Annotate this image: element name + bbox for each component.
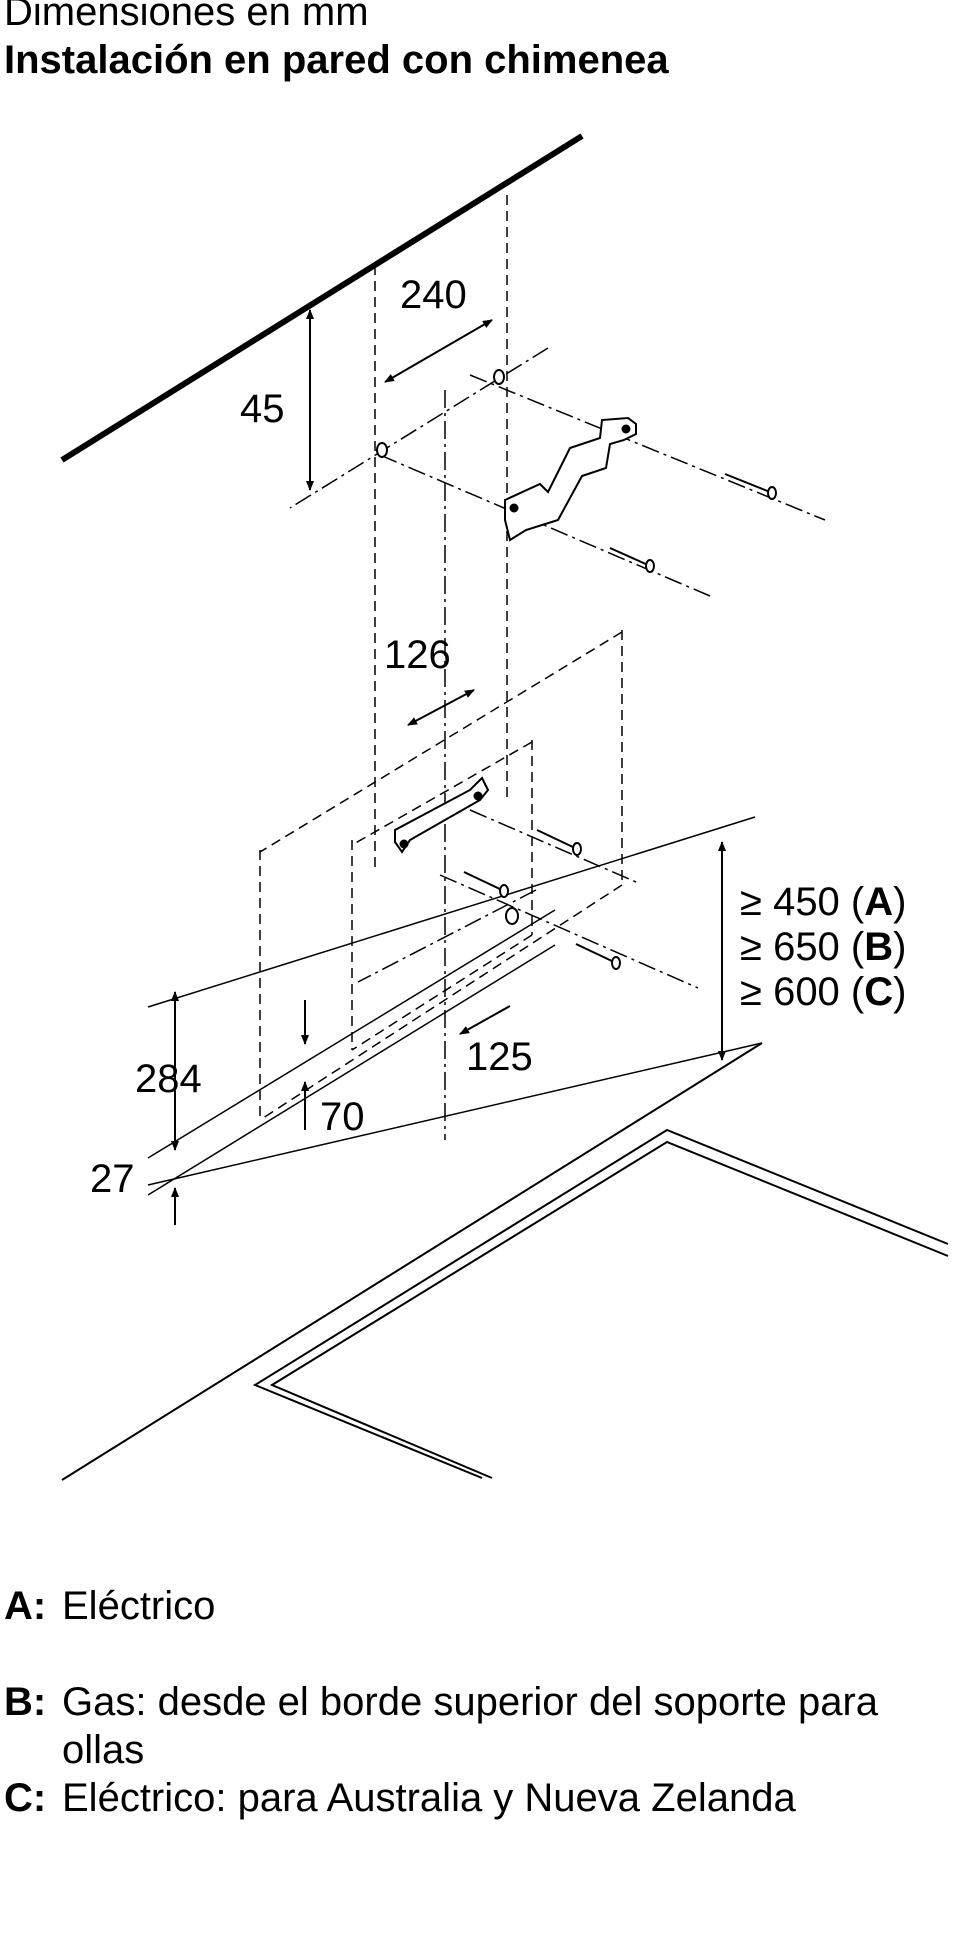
wall-lines xyxy=(289,347,826,1140)
ceiling-line xyxy=(60,133,584,463)
legend-text: Gas: desde el borde superior del soporte… xyxy=(62,1680,879,1772)
legend-key: B: xyxy=(4,1680,47,1724)
upper-bracket xyxy=(504,416,637,542)
installation-diagram: 240 45 126 125 284 70 27 ≥ 450 (A) ≥ 650… xyxy=(60,133,949,1481)
legend-item-a: A: Eléctrico xyxy=(4,1582,964,1630)
dim-70: 70 xyxy=(320,1095,365,1139)
clearance-b: ≥ 650 (B) xyxy=(740,925,906,969)
reference-lines xyxy=(147,816,763,1196)
legend-item-b: B: Gas: desde el borde superior del sopor… xyxy=(4,1678,964,1774)
screws xyxy=(463,473,777,970)
dim-284: 284 xyxy=(135,1057,202,1101)
legend-text: Eléctrico: para Australia y Nueva Zeland… xyxy=(62,1776,796,1820)
drill-holes xyxy=(376,369,519,925)
legend-key: A: xyxy=(4,1584,47,1628)
dim-126: 126 xyxy=(384,633,451,677)
clearance-a: ≥ 450 (A) xyxy=(740,880,906,924)
legend-text: Eléctrico xyxy=(62,1584,216,1628)
legend-item-c: C: Eléctrico: para Australia y Nueva Zela… xyxy=(4,1774,964,1822)
legend-key: C: xyxy=(4,1776,47,1820)
lower-bracket xyxy=(394,776,490,854)
vertical-guides xyxy=(259,195,623,1120)
diagram-title: Instalación en pared con chimenea xyxy=(4,38,669,82)
cooktop xyxy=(61,1042,949,1481)
diagram-subtitle: Dimensiones en mm xyxy=(4,0,369,34)
hood-outline xyxy=(259,631,623,1121)
dim-27: 27 xyxy=(90,1157,135,1201)
dimension-arrows xyxy=(171,309,726,1225)
clearance-c: ≥ 600 (C) xyxy=(740,970,906,1014)
dim-125: 125 xyxy=(466,1035,533,1079)
dim-45: 45 xyxy=(240,387,285,431)
dim-240: 240 xyxy=(400,273,467,317)
